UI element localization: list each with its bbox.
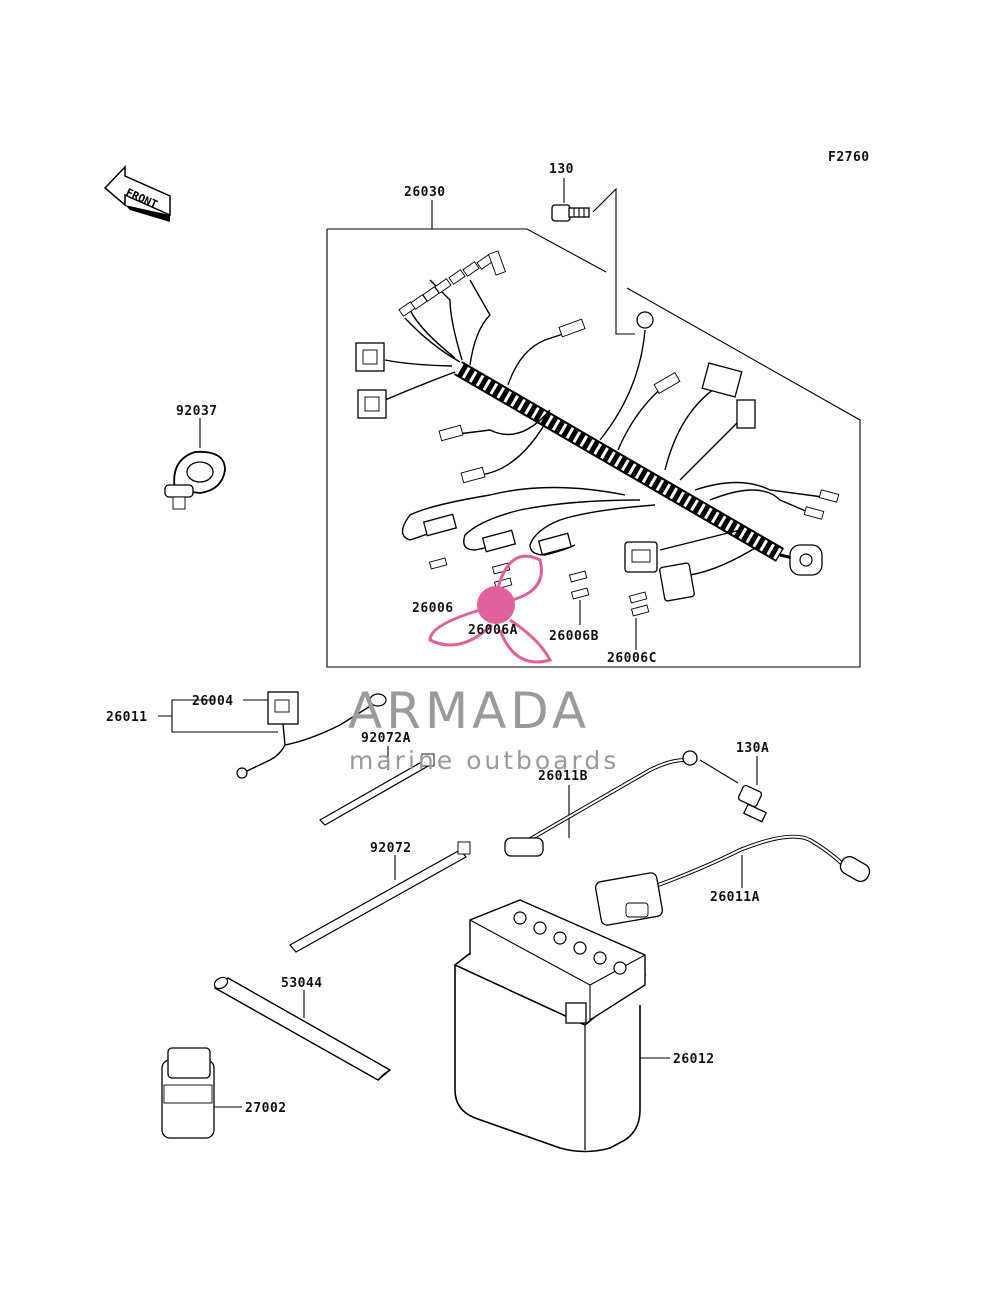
battery-cable-26011b (504, 750, 739, 857)
front-arrow-icon: FRONT (103, 165, 171, 222)
bolt-130-icon (551, 204, 590, 222)
label-26030: 26030 (404, 185, 446, 200)
label-92037: 92037 (176, 404, 218, 419)
label-92072: 92072 (370, 841, 412, 856)
harness-frame (326, 178, 861, 668)
label-26011b: 26011B (538, 769, 588, 784)
fuse-26006c (628, 591, 650, 650)
label-26004: 26004 (192, 694, 234, 709)
label-130: 130 (549, 162, 574, 177)
sub-harness-26011 (236, 691, 387, 779)
label-53044: 53044 (281, 976, 323, 991)
leader-26011 (158, 699, 278, 733)
fuse-26006 (428, 557, 448, 570)
label-26012: 26012 (673, 1052, 715, 1067)
battery-cable-26011a (594, 834, 871, 926)
tube-53044 (213, 976, 392, 1081)
fuse-26006b (568, 570, 590, 625)
label-26011a: 26011A (710, 890, 760, 905)
cable-tie-92072 (289, 841, 471, 953)
label-26006a: 26006A (468, 623, 518, 638)
watermark-tagline: marine outboards (349, 746, 619, 775)
watermark-brand: ARMADA (348, 682, 590, 740)
cable-tie-92072a (319, 746, 435, 826)
label-26006c: 26006C (607, 651, 657, 666)
clamp-92037-icon (164, 418, 226, 510)
wiring-harness-26030 (355, 250, 840, 602)
relay-27002 (161, 1047, 242, 1139)
label-26006: 26006 (412, 601, 454, 616)
label-130a: 130A (736, 741, 769, 756)
bolt-130a-icon (737, 756, 768, 823)
label-92072a: 92072A (361, 731, 411, 746)
label-27002: 27002 (245, 1101, 287, 1116)
label-26011: 26011 (106, 710, 148, 725)
label-26006b: 26006B (549, 629, 599, 644)
diagram-code: F2760 (828, 150, 870, 165)
battery-26012 (453, 899, 670, 1153)
armada-logo-icon (428, 554, 553, 664)
